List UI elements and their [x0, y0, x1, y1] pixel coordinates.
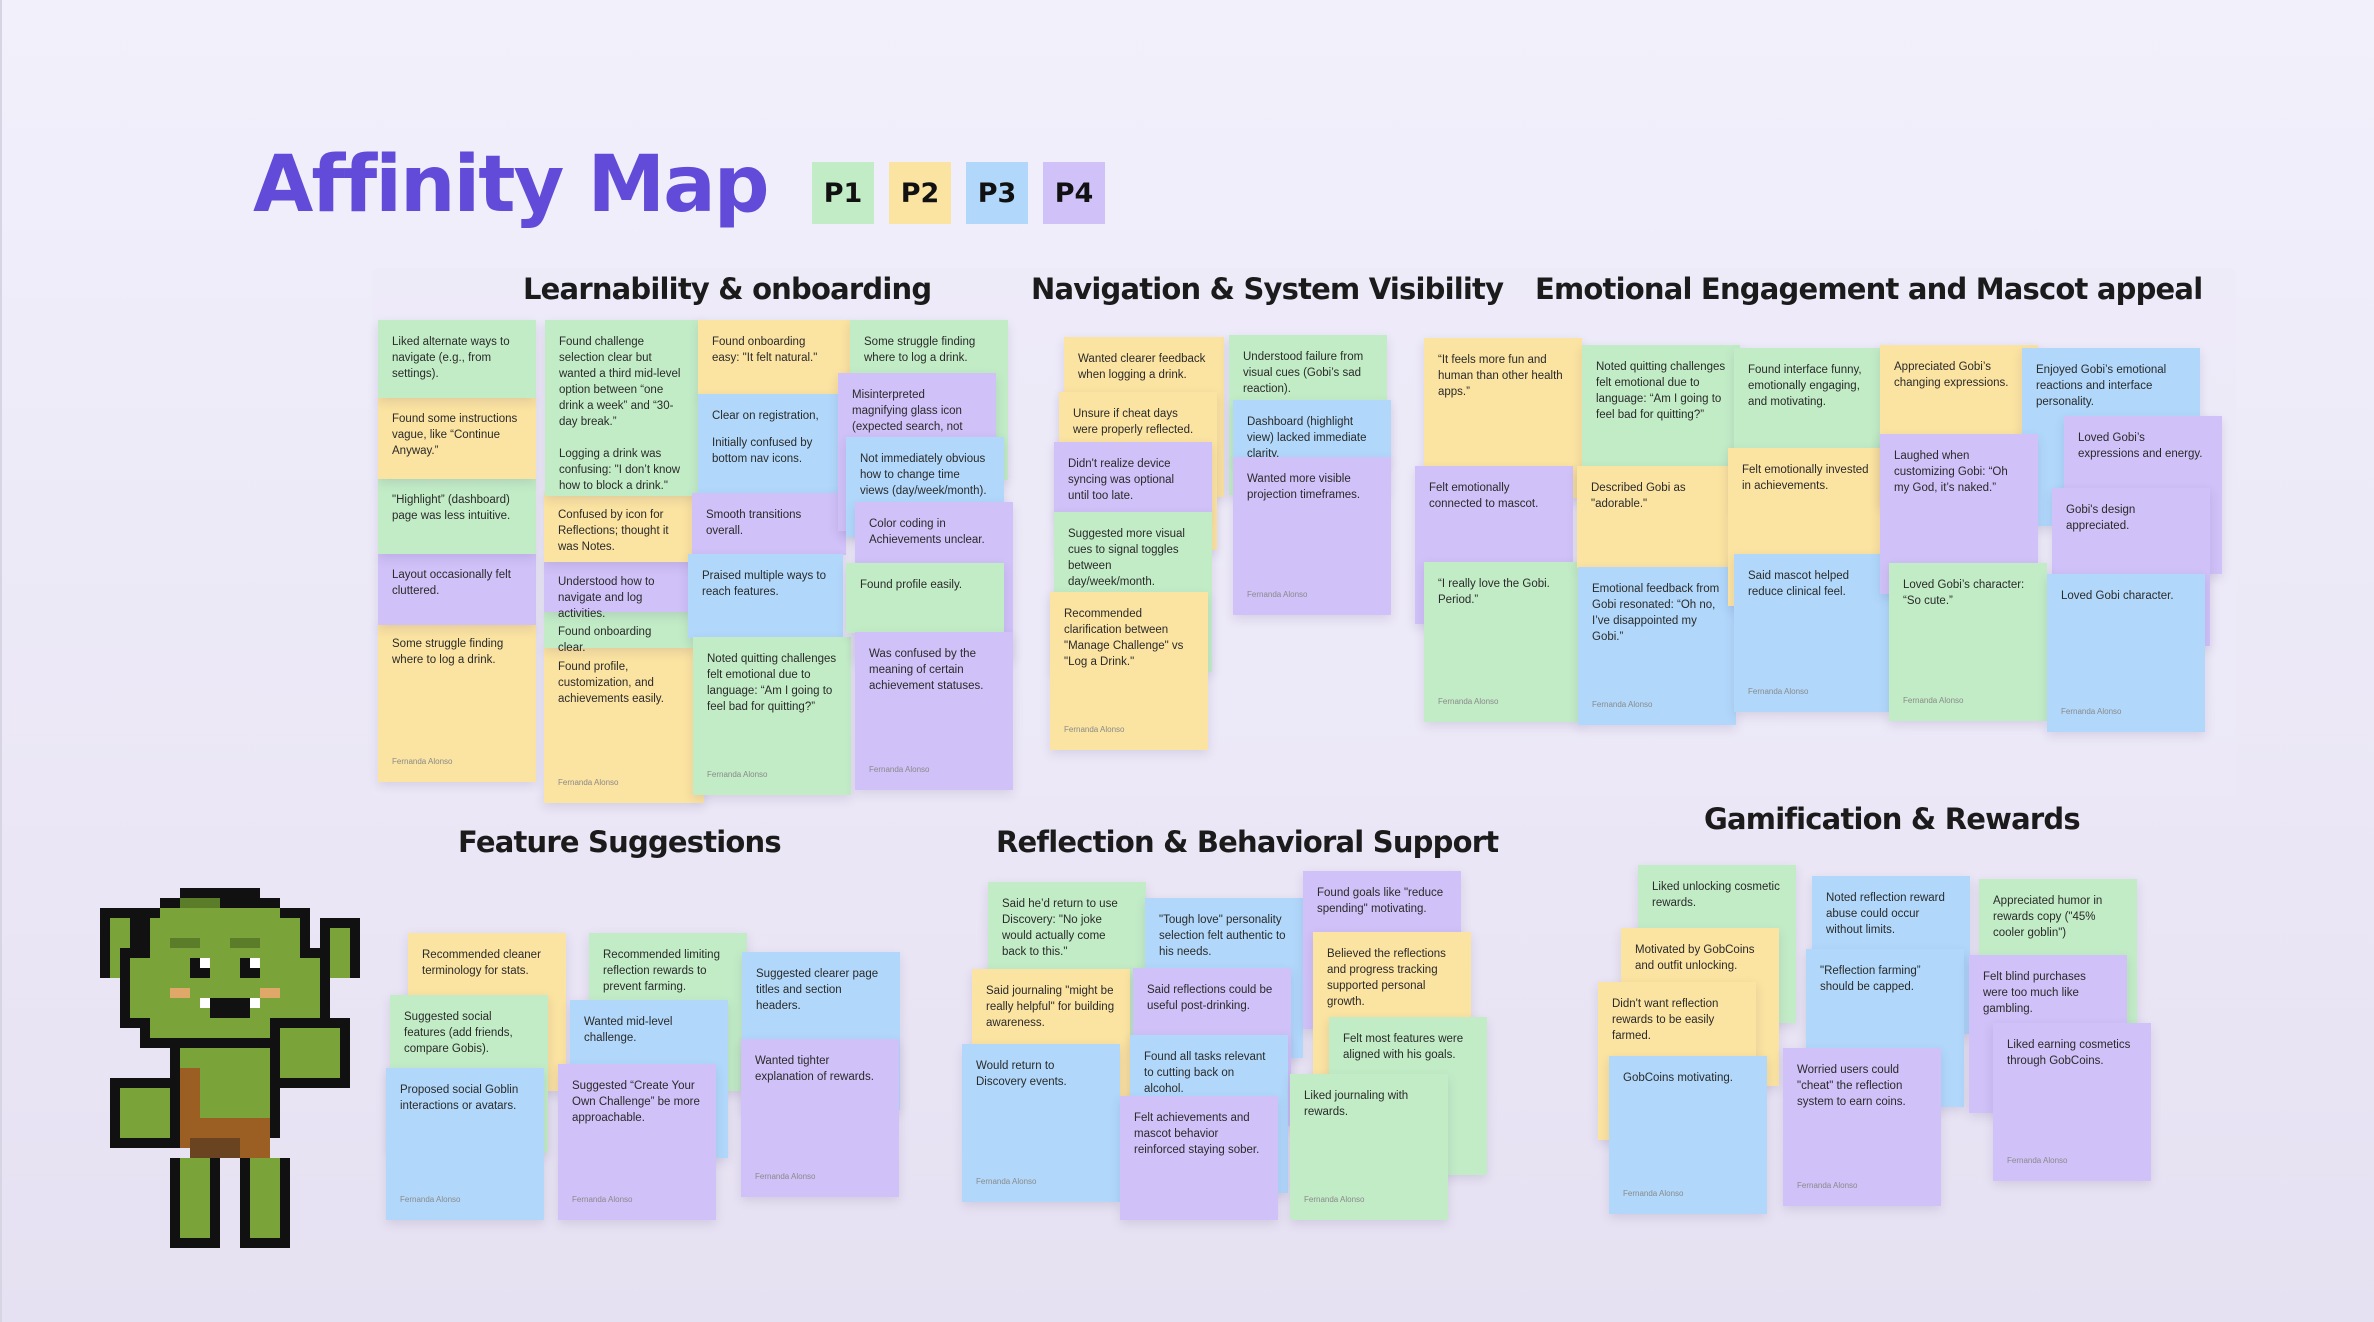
sticky-note[interactable]: Found onboarding clear. — [544, 610, 694, 654]
note-text: Logging a drink was confusing: "I don’t … — [559, 448, 681, 492]
note-text: Clear on registration, onboarding, profi… — [712, 410, 819, 422]
sticky-note[interactable]: Worried users could "cheat" the reflecti… — [1783, 1048, 1941, 1206]
note-author: Fernanda Alonso — [558, 778, 619, 787]
note-author: Fernanda Alonso — [1903, 696, 1964, 705]
sticky-note[interactable]: Noted quitting challenges felt emotional… — [693, 637, 851, 795]
sticky-note[interactable]: Described Gobi as "adorable." — [1577, 466, 1735, 568]
goblin-mascot-icon — [100, 888, 360, 1248]
sticky-note[interactable]: Found profile easily. — [846, 563, 1004, 633]
legend-chip-p2: P2 — [889, 162, 951, 224]
note-author: Fernanda Alonso — [976, 1177, 1037, 1186]
note-author: Fernanda Alonso — [400, 1195, 461, 1204]
note-author: Fernanda Alonso — [572, 1195, 633, 1204]
sticky-note[interactable]: Wanted more visible projection timeframe… — [1233, 457, 1391, 615]
sticky-note[interactable]: Didn't realize device syncing was option… — [1054, 442, 1212, 514]
note-author: Fernanda Alonso — [2061, 707, 2122, 716]
sticky-note[interactable]: Found challenge selection clear but want… — [545, 320, 705, 496]
sticky-note[interactable]: "Highlight” (dashboard) page was less in… — [378, 478, 536, 554]
sticky-note[interactable]: Found profile, customization, and achiev… — [544, 645, 704, 803]
section-title-learnability: Learnability & onboarding — [523, 272, 932, 306]
sticky-note[interactable]: Clear on registration, onboarding, profi… — [698, 394, 846, 494]
note-author: Fernanda Alonso — [1748, 687, 1809, 696]
note-text: Initially confused by bottom nav icons. — [712, 437, 813, 465]
sticky-note[interactable]: Suggested “Create Your Own Challenge” be… — [558, 1064, 716, 1220]
note-author: Fernanda Alonso — [707, 770, 768, 779]
sticky-note[interactable]: Some struggle finding where to log a dri… — [378, 622, 536, 782]
participant-legend: P1 P2 P3 P4 — [812, 162, 1105, 224]
sticky-note[interactable]: Liked journaling with rewards.Fernanda A… — [1290, 1074, 1448, 1220]
note-text: Found challenge selection clear but want… — [559, 336, 681, 428]
note-author: Fernanda Alonso — [392, 757, 453, 766]
section-title-features: Feature Suggestions — [458, 825, 782, 859]
sticky-note[interactable]: Smooth transitions overall. — [692, 493, 846, 555]
sticky-note[interactable]: Emotional feedback from Gobi resonated: … — [1578, 567, 1736, 725]
note-author: Fernanda Alonso — [2007, 1156, 2068, 1165]
section-title-gamification: Gamification & Rewards — [1704, 802, 2081, 836]
note-author: Fernanda Alonso — [1247, 590, 1308, 599]
sticky-note[interactable]: Found some instructions vague, like “Con… — [378, 397, 536, 479]
sticky-note[interactable]: Proposed social Goblin interactions or a… — [386, 1068, 544, 1220]
section-title-navigation: Navigation & System Visibility — [1031, 272, 1504, 306]
sticky-note[interactable]: Wanted tighter explanation of rewards.Fe… — [741, 1039, 899, 1197]
sticky-note[interactable]: Layout occasionally felt cluttered. — [378, 553, 536, 625]
note-author: Fernanda Alonso — [1064, 725, 1125, 734]
sticky-note[interactable]: Understood how to navigate and log activ… — [544, 560, 696, 620]
section-title-emotional: Emotional Engagement and Mascot appeal — [1535, 272, 2203, 306]
sticky-note[interactable]: Would return to Discovery events.Fernand… — [962, 1044, 1120, 1202]
note-author: Fernanda Alonso — [1592, 700, 1653, 709]
sticky-note[interactable]: Found onboarding easy: "It felt natural.… — [698, 320, 850, 396]
note-author: Fernanda Alonso — [1304, 1195, 1365, 1204]
sticky-note[interactable]: Confused by icon for Reflections; though… — [544, 493, 698, 562]
legend-chip-p4: P4 — [1043, 162, 1105, 224]
sticky-note[interactable]: Felt achievements and mascot behavior re… — [1120, 1096, 1278, 1220]
sticky-note[interactable]: Recommended clarification between "Manag… — [1050, 592, 1208, 750]
sticky-note[interactable]: “I really love the Gobi. Period.”Fernand… — [1424, 562, 1582, 722]
legend-chip-p1: P1 — [812, 162, 874, 224]
legend-chip-p3: P3 — [966, 162, 1028, 224]
sticky-note[interactable]: Liked earning cosmetics through GobCoins… — [1993, 1023, 2151, 1181]
sticky-note[interactable]: GobCoins motivating.Fernanda Alonso — [1609, 1056, 1767, 1214]
section-title-reflection: Reflection & Behavioral Support — [996, 825, 1499, 859]
note-author: Fernanda Alonso — [755, 1172, 816, 1181]
note-author: Fernanda Alonso — [1623, 1189, 1684, 1198]
note-author: Fernanda Alonso — [1797, 1181, 1858, 1190]
page-title: Affinity Map — [253, 140, 770, 230]
sticky-note[interactable]: Said mascot helped reduce clinical feel.… — [1734, 554, 1892, 712]
sticky-note[interactable]: Liked alternate ways to navigate (e.g., … — [378, 320, 536, 398]
sticky-note[interactable]: Dashboard (highlight view) lacked immedi… — [1233, 400, 1391, 460]
sticky-note[interactable]: Was confused by the meaning of certain a… — [855, 632, 1013, 790]
sticky-note[interactable]: Praised multiple ways to reach features. — [688, 554, 843, 638]
note-author: Fernanda Alonso — [1438, 697, 1499, 706]
sticky-note[interactable]: Loved Gobi character.Fernanda Alonso — [2047, 574, 2205, 732]
sticky-note[interactable]: Loved Gobi’s character: “So cute.”Fernan… — [1889, 563, 2047, 721]
note-author: Fernanda Alonso — [869, 765, 930, 774]
